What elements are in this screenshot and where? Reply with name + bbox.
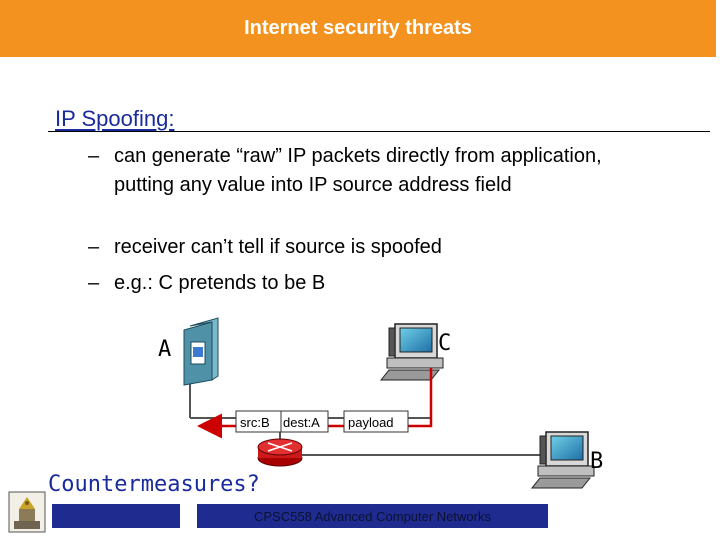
bullet-text: receiver can’t tell if source is spoofed (114, 236, 442, 258)
slide-title: Internet security threats (244, 17, 472, 39)
packet-dest-field: dest:A (283, 415, 320, 430)
footer-bar-left (52, 504, 180, 528)
bullet-text: can generate “raw” IP packets directly f… (114, 145, 602, 196)
packet-payload-field: payload (348, 415, 394, 430)
bullet-item: – can generate “raw” IP packets directly… (88, 142, 608, 232)
bullet-text: e.g.: C pretends to be B (114, 272, 326, 294)
footer-course-title: CPSC558 Advanced Computer Networks (253, 508, 491, 524)
bullet-dash: – (88, 236, 100, 258)
spoofed-packet: src:B dest:A payload (235, 410, 409, 433)
host-b-computer-icon (530, 431, 595, 489)
host-a-server-icon (183, 317, 219, 386)
packet-src-field: src:B (240, 415, 270, 430)
bullet-item: – receiver can’t tell if source is spoof… (88, 233, 608, 263)
countermeasures-label: Countermeasures? (48, 472, 260, 497)
footer-bar: CPSC558 Advanced Computer Networks (197, 504, 548, 528)
bullet-dash: – (88, 272, 100, 294)
university-crest-icon (8, 491, 46, 538)
bullet-item: – e.g.: C pretends to be B (88, 269, 608, 299)
host-a-label: A (158, 337, 171, 362)
title-bar: Internet security threats (0, 0, 720, 57)
host-b-label: B (590, 449, 603, 474)
heading-rule (48, 131, 710, 132)
host-c-label: C (438, 331, 451, 356)
section-heading: IP Spoofing: (55, 106, 175, 131)
host-c-computer-icon (379, 323, 444, 381)
router-icon (257, 438, 303, 467)
bullet-dash: – (88, 145, 100, 167)
